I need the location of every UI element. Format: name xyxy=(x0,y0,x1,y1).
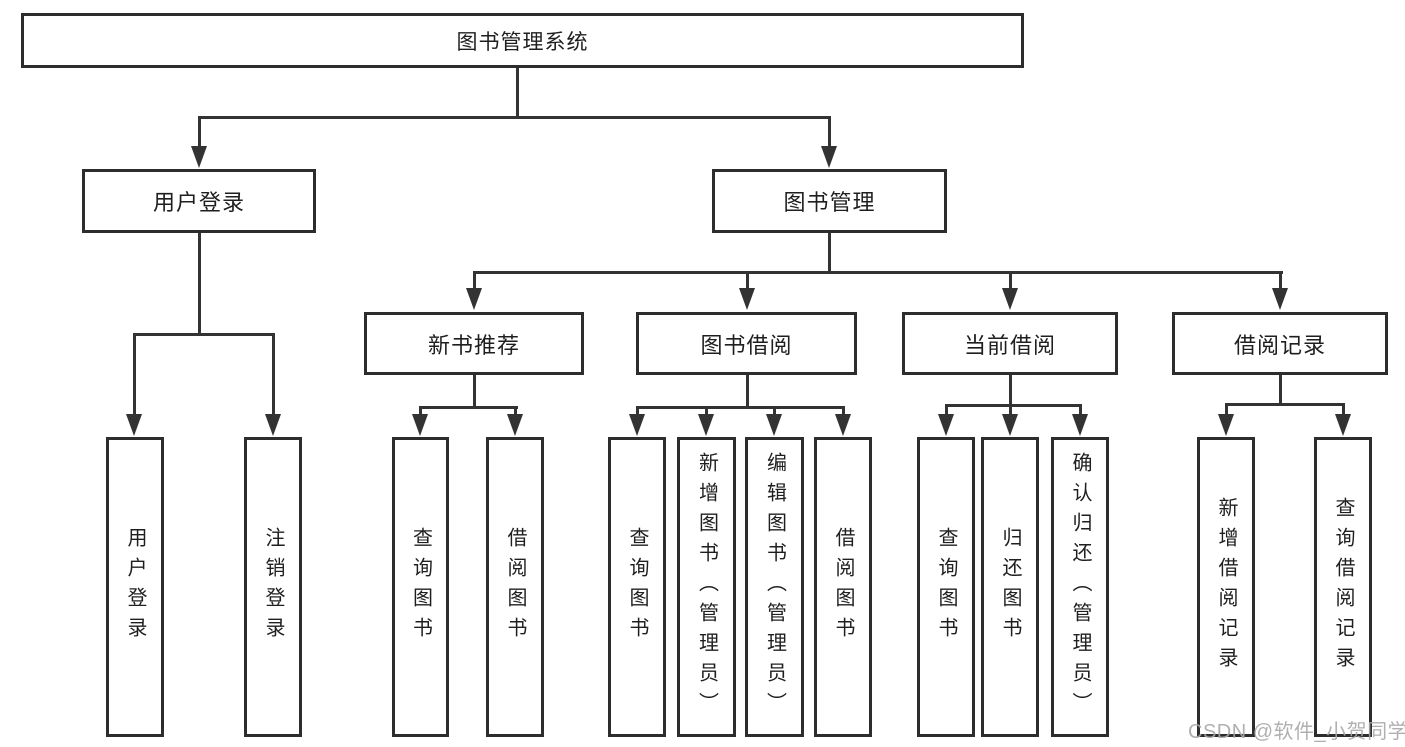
leaf-query-books-borrowing: 查询图书 xyxy=(608,437,666,737)
leaf-query-books-current: 查询图书 xyxy=(917,437,975,737)
connector-line xyxy=(1009,271,1012,291)
leaf-return-books: 归还图书 xyxy=(981,437,1039,737)
connector-line xyxy=(1009,375,1012,407)
connector-line xyxy=(1079,404,1082,416)
node-library-management-system: 图书管理系统 xyxy=(21,13,1024,68)
node-user-login: 用户登录 xyxy=(82,169,316,233)
leaf-add-borrow-record: 新增借阅记录 xyxy=(1197,437,1255,737)
connector-line xyxy=(473,271,1283,274)
connector-line xyxy=(516,68,519,118)
arrow-down-icon xyxy=(507,414,523,436)
leaf-query-borrow-record: 查询借阅记录 xyxy=(1314,437,1372,737)
leaf-label: 编辑图书（管理员） xyxy=(763,452,786,722)
connector-line xyxy=(473,271,476,291)
arrow-down-icon xyxy=(1218,414,1234,436)
connector-line xyxy=(133,333,275,336)
leaf-label: 用户登录 xyxy=(124,527,146,647)
connector-line xyxy=(133,333,136,417)
node-label: 新书推荐 xyxy=(427,332,520,358)
connector-line xyxy=(746,271,749,291)
leaf-label: 查询图书 xyxy=(935,527,957,647)
csdn-watermark: CSDN @软件_小贺同学 xyxy=(1188,721,1405,743)
connector-line xyxy=(1279,375,1282,406)
node-label: 借阅记录 xyxy=(1233,332,1326,358)
arrow-down-icon xyxy=(191,146,207,168)
leaf-label: 查询图书 xyxy=(409,527,432,647)
node-borrowing-records: 借阅记录 xyxy=(1172,312,1388,375)
leaf-query-books-recommend: 查询图书 xyxy=(392,437,449,737)
leaf-label: 归还图书 xyxy=(999,527,1021,647)
arrow-down-icon xyxy=(1272,288,1288,310)
connector-line xyxy=(419,406,518,409)
connector-line xyxy=(828,116,831,148)
connector-line xyxy=(636,406,639,416)
connector-line xyxy=(514,406,517,416)
leaf-label: 借阅图书 xyxy=(832,527,854,647)
connector-line xyxy=(746,375,749,409)
connector-line xyxy=(773,406,776,416)
arrow-down-icon xyxy=(1002,414,1018,436)
leaf-logout: 注销登录 xyxy=(244,437,302,737)
node-new-book-recommendation: 新书推荐 xyxy=(364,312,584,375)
arrow-down-icon xyxy=(466,288,482,310)
arrow-down-icon xyxy=(265,414,281,436)
connector-line xyxy=(419,406,422,416)
leaf-label: 查询借阅记录 xyxy=(1332,497,1354,677)
leaf-confirm-return-admin: 确认归还（管理员） xyxy=(1051,437,1109,737)
leaf-add-books-admin: 新增图书（管理员） xyxy=(677,437,736,737)
connector-line xyxy=(842,406,845,416)
arrow-down-icon xyxy=(766,414,782,436)
connector-line xyxy=(945,404,948,416)
leaf-borrow-books: 借阅图书 xyxy=(814,437,872,737)
connector-line xyxy=(272,333,275,417)
node-label: 图书管理 xyxy=(783,190,876,215)
leaf-label: 注销登录 xyxy=(262,527,284,647)
connector-line xyxy=(828,233,831,273)
node-label: 用户登录 xyxy=(152,190,245,215)
connector-line xyxy=(1225,403,1228,416)
leaf-edit-books-admin: 编辑图书（管理员） xyxy=(745,437,804,737)
node-label: 图书借阅 xyxy=(700,332,793,358)
connector-line xyxy=(198,116,831,119)
leaf-borrow-books-recommend: 借阅图书 xyxy=(486,437,544,737)
arrow-down-icon xyxy=(1335,414,1351,436)
arrow-down-icon xyxy=(126,414,142,436)
leaf-label: 新增借阅记录 xyxy=(1215,497,1237,677)
arrow-down-icon xyxy=(739,288,755,310)
leaf-label: 查询图书 xyxy=(626,527,648,647)
arrow-down-icon xyxy=(629,414,645,436)
connector-line xyxy=(198,233,201,336)
node-label: 当前借阅 xyxy=(963,332,1056,358)
connector-line xyxy=(945,404,1082,407)
connector-line xyxy=(1225,403,1345,406)
leaf-user-login: 用户登录 xyxy=(106,437,164,737)
connector-line xyxy=(1342,403,1345,416)
connector-line xyxy=(705,406,708,416)
connector-line xyxy=(198,116,201,148)
node-book-management: 图书管理 xyxy=(712,169,947,233)
arrow-down-icon xyxy=(1002,288,1018,310)
arrow-down-icon xyxy=(1072,414,1088,436)
node-label: 图书管理系统 xyxy=(456,30,589,54)
arrow-down-icon xyxy=(412,414,428,436)
connector-line xyxy=(636,406,845,409)
node-book-borrowing: 图书借阅 xyxy=(636,312,857,375)
node-current-borrowing: 当前借阅 xyxy=(902,312,1118,375)
arrow-down-icon xyxy=(835,414,851,436)
leaf-label: 新增图书（管理员） xyxy=(695,452,718,722)
arrow-down-icon xyxy=(698,414,714,436)
connector-line xyxy=(1279,271,1282,291)
connector-line xyxy=(473,375,476,409)
leaf-label: 确认归还（管理员） xyxy=(1069,452,1091,722)
arrow-down-icon xyxy=(938,414,954,436)
arrow-down-icon xyxy=(821,146,837,168)
connector-line xyxy=(1009,404,1012,416)
leaf-label: 借阅图书 xyxy=(504,527,526,647)
